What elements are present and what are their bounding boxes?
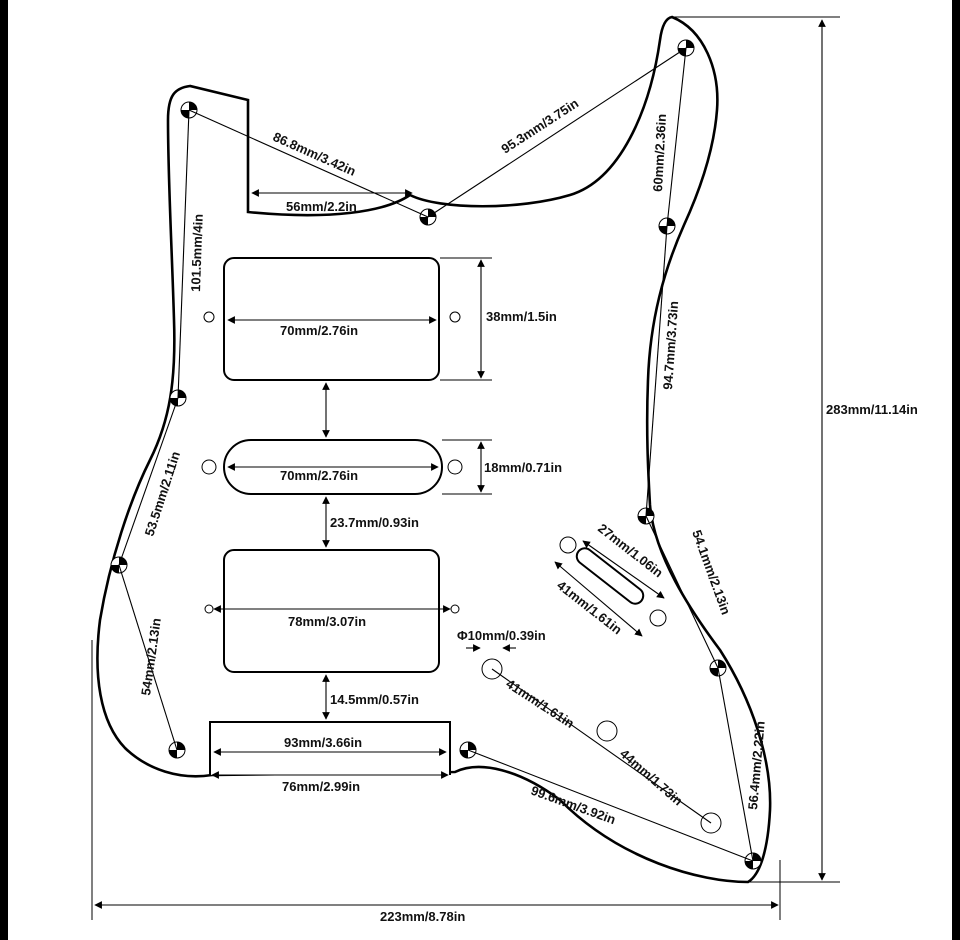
bridge-mount-hole-right: [450, 604, 460, 614]
neck-mount-hole-left: [203, 311, 215, 323]
middle-mount-hole-right: [447, 459, 463, 475]
label-overall-width: 223mm/8.78in: [380, 909, 465, 924]
bridge-pickup-cavity: [223, 549, 440, 673]
label-neck-pickup-width: 70mm/2.76in: [280, 323, 358, 338]
label-cavity-bottom-width: 76mm/2.99in: [282, 779, 360, 794]
label-overall-height: 283mm/11.14in: [826, 402, 918, 417]
middle-mount-hole-left: [201, 459, 217, 475]
label-bridge-pickup-width: 78mm/3.07in: [288, 614, 366, 629]
label-middle-pickup-height: 18mm/0.71in: [484, 460, 562, 475]
switch-hole-top: [559, 536, 577, 554]
label-gap-bridge-cavity: 14.5mm/0.57in: [330, 692, 419, 707]
knob-hole-tone-1: [596, 720, 618, 742]
label-top-notch: 56mm/2.2in: [286, 199, 357, 214]
label-right-middle: 94.7mm/3.73in: [660, 300, 681, 390]
label-right-upper: 60mm/2.36in: [650, 113, 669, 192]
label-middle-pickup-width: 70mm/2.76in: [280, 468, 358, 483]
bridge-mount-hole-left: [204, 604, 214, 614]
neck-mount-hole-right: [449, 311, 461, 323]
label-cavity-top-width: 93mm/3.66in: [284, 735, 362, 750]
label-gap-middle-bridge: 23.7mm/0.93in: [330, 515, 419, 530]
label-neck-pickup-height: 38mm/1.5in: [486, 309, 557, 324]
neck-pickup-cavity: [223, 257, 440, 381]
label-knob-diameter: Φ10mm/0.39in: [457, 628, 546, 643]
switch-hole-bottom: [649, 609, 667, 627]
dimension-lines: [91, 16, 840, 920]
label-left-upper: 101.5mm/4in: [188, 214, 206, 293]
